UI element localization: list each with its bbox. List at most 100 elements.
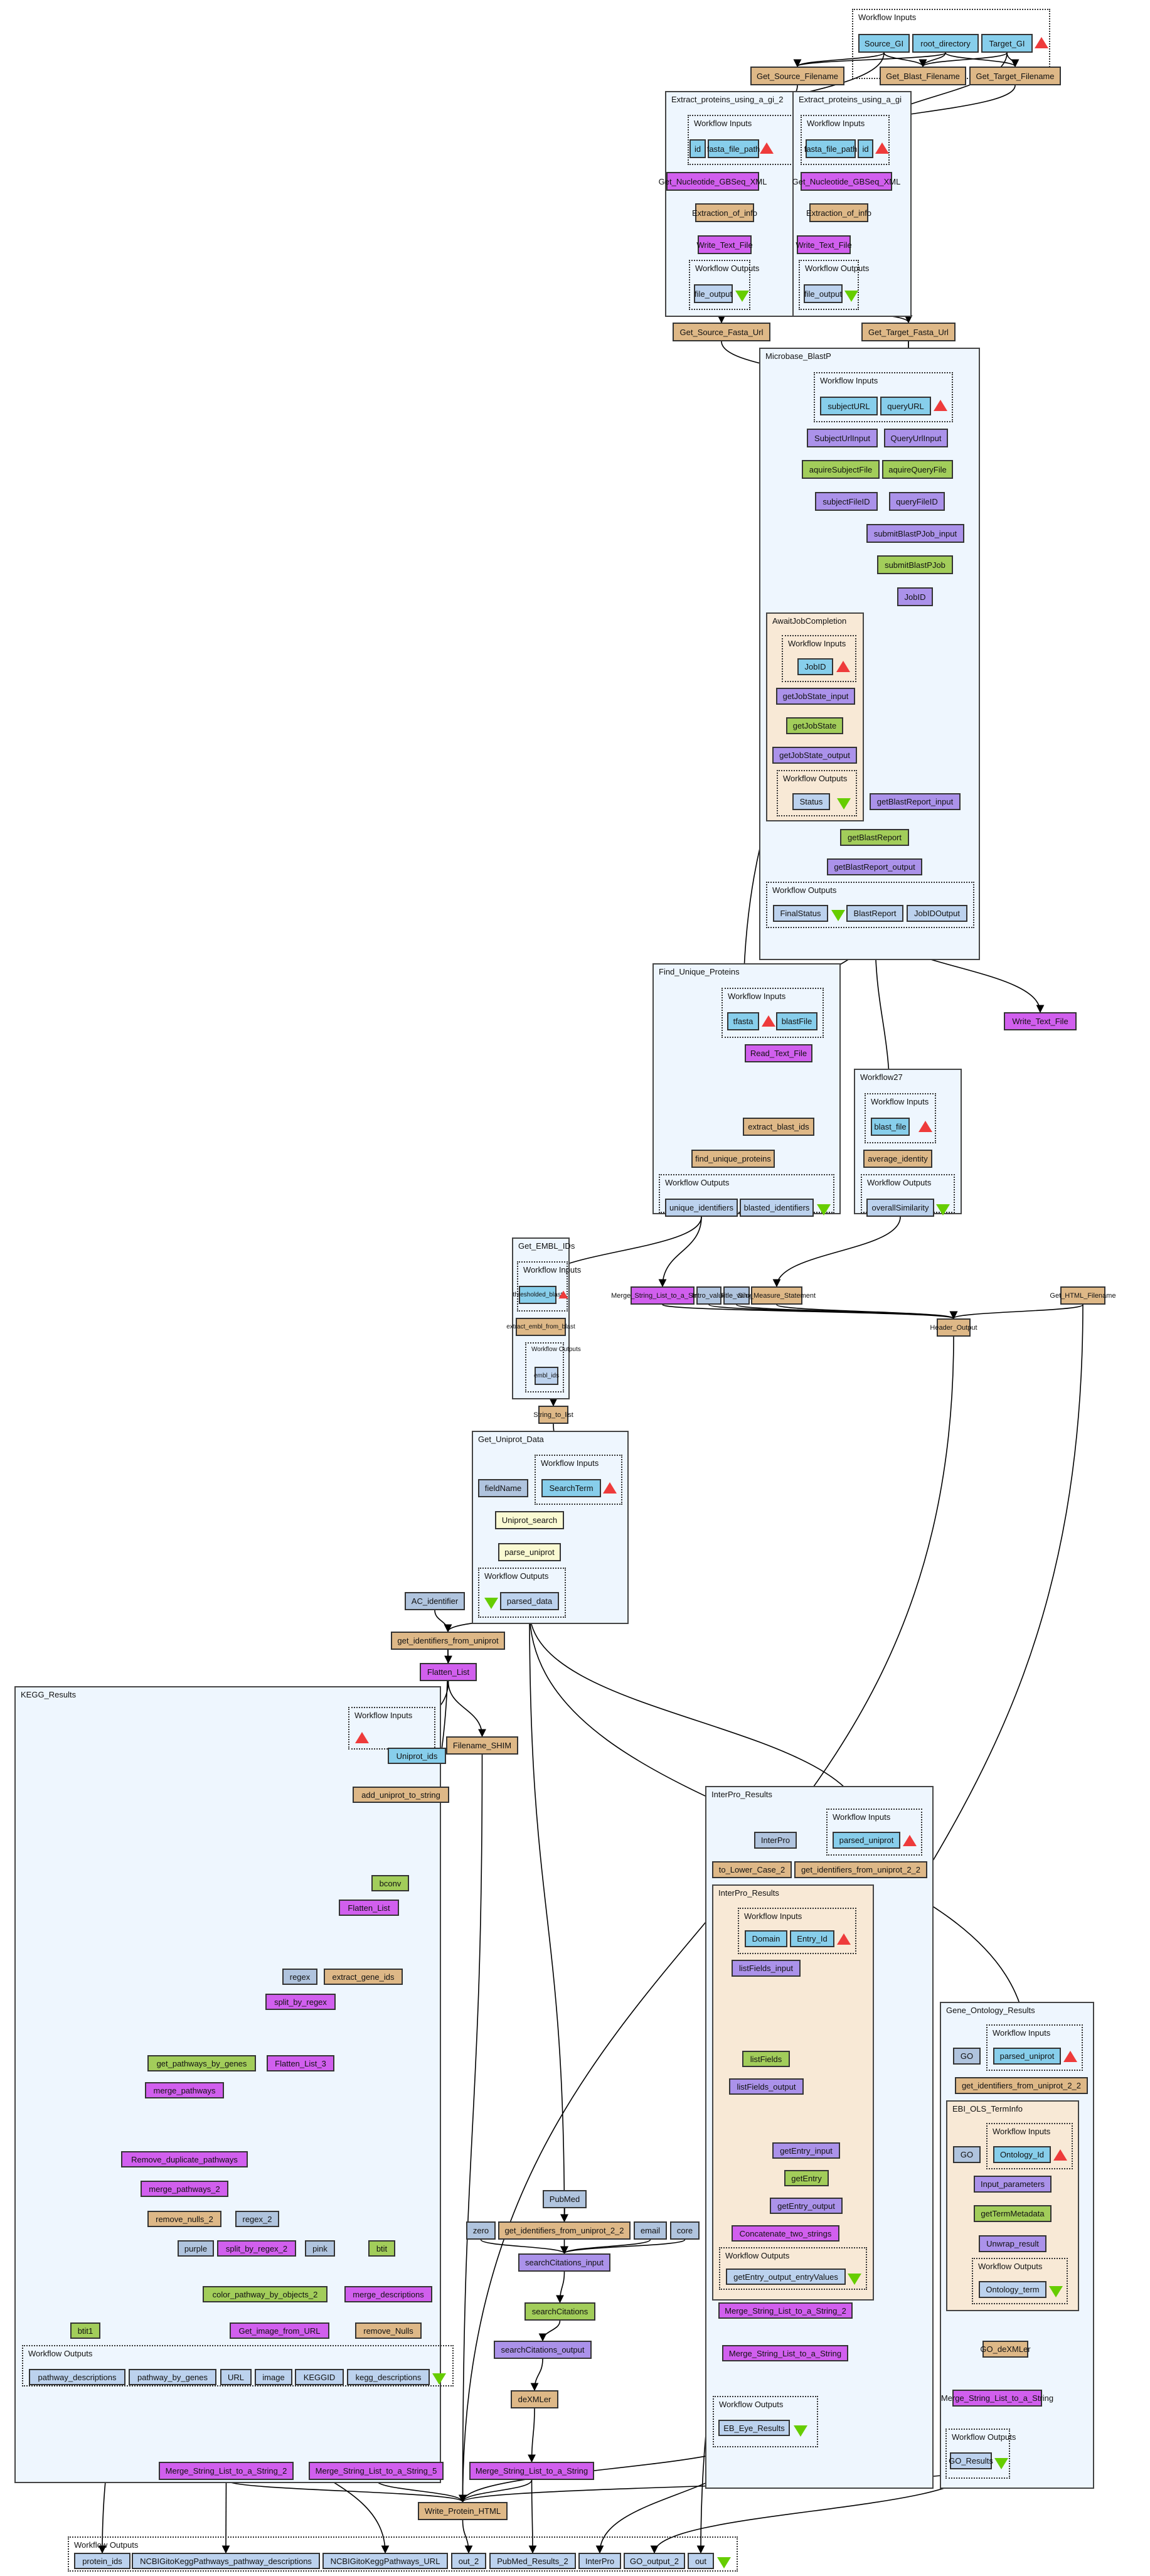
get-entry[interactable]: getEntry — [784, 2170, 829, 2186]
query-file-id[interactable]: queryFileID — [889, 492, 945, 511]
title-value[interactable]: Title_value — [720, 1286, 753, 1305]
input-domain[interactable]: Domain — [745, 1930, 787, 1947]
constant-go[interactable]: GO — [953, 2048, 981, 2065]
bconv[interactable]: bconv — [371, 1875, 409, 1891]
output-file-output[interactable]: file_output — [694, 284, 733, 303]
extract-embl-from-blast[interactable]: extract_embl_from_blast — [506, 1318, 575, 1336]
constant-field-name[interactable]: fieldName — [478, 1479, 528, 1497]
subject-url-input[interactable]: SubjectUrlInput — [807, 429, 878, 447]
constant-pubmed[interactable]: PubMed — [543, 2190, 587, 2208]
search-citations-output[interactable]: searchCitations_output — [494, 2341, 592, 2359]
uniprot-search[interactable]: Uniprot_search — [495, 1511, 564, 1529]
get-blast-report-input[interactable]: getBlastReport_input — [870, 793, 961, 810]
input-root-directory[interactable]: root_directory — [912, 34, 979, 53]
flatten-list-3[interactable]: Flatten_List_3 — [267, 2055, 334, 2071]
constant-pink[interactable]: pink — [305, 2240, 335, 2257]
constant-zero[interactable]: zero — [466, 2221, 496, 2240]
get-job-state-input[interactable]: getJobState_input — [776, 688, 855, 705]
intro-value[interactable]: Intro_value — [692, 1286, 726, 1305]
btit1[interactable]: btit1 — [70, 2322, 100, 2339]
merge-string-list-go[interactable]: Merge_String_List_to_a_String — [941, 2390, 1053, 2407]
input-query-url[interactable]: queryURL — [880, 397, 931, 415]
parse-uniprot[interactable]: parse_uniprot — [498, 1543, 561, 1561]
input-source-gi[interactable]: Source_GI — [858, 34, 910, 53]
output-file-output[interactable]: file_output — [804, 284, 843, 303]
ac-identifier[interactable]: AC_identifier — [405, 1592, 465, 1610]
constant-interpro[interactable]: InterPro — [754, 1832, 797, 1849]
input-parameters[interactable]: Input_parameters — [974, 2176, 1052, 2193]
output-keggid[interactable]: KEGGID — [295, 2369, 344, 2385]
extract-gene-ids[interactable]: extract_gene_ids — [324, 1969, 403, 1985]
color-pathway-by-objects-2[interactable]: color_pathway_by_objects_2 — [203, 2286, 327, 2302]
output-parsed-data[interactable]: parsed_data — [500, 1592, 559, 1610]
output-go-output-2[interactable]: GO_output_2 — [624, 2553, 685, 2569]
split-by-regex-2[interactable]: split_by_regex_2 — [217, 2240, 296, 2257]
write-text-file[interactable]: Write_Text_File — [696, 235, 753, 254]
input-entry-id[interactable]: Entry_Id — [790, 1930, 834, 1947]
unwrap-result[interactable]: Unwrap_result — [979, 2235, 1046, 2252]
get-identifiers-from-uniprot-2-2[interactable]: get_identifiers_from_uniprot_2_2 — [955, 2077, 1088, 2094]
extract-blast-ids[interactable]: extract_blast_ids — [743, 1118, 814, 1136]
input-fasta-file-path[interactable]: fasta_file_path — [707, 139, 760, 158]
input-search-term[interactable]: SearchTerm — [541, 1479, 601, 1497]
output-image[interactable]: image — [255, 2369, 292, 2385]
output-url[interactable]: URL — [220, 2369, 252, 2385]
get-source-fasta-url[interactable]: Get_Source_Fasta_Url — [673, 323, 770, 341]
flatten-list-main[interactable]: Flatten_List — [420, 1663, 477, 1681]
output-eb-eye-results[interactable]: EB_Eye_Results — [718, 2420, 790, 2436]
input-blast-file[interactable]: blast_file — [871, 1118, 910, 1136]
constant-regex-2[interactable]: regex_2 — [235, 2211, 279, 2227]
merge-string-list[interactable]: Merge_String_List_to_a_String — [722, 2345, 848, 2361]
list-fields[interactable]: listFields — [742, 2051, 790, 2067]
list-fields-input[interactable]: listFields_input — [732, 1960, 801, 1977]
merge-string-list-5[interactable]: Merge_String_List_to_a_String_5 — [309, 2462, 444, 2480]
get-nucleotide-gbseq-xml[interactable]: Get_Nucleotide_GBSeq_XML — [659, 172, 767, 191]
output-kegg-pathway-descriptions[interactable]: NCBIGitoKeggPathways_pathway_description… — [132, 2553, 320, 2569]
header-output[interactable]: Header_Output — [930, 1318, 977, 1337]
subject-file-id[interactable]: subjectFileID — [815, 492, 878, 511]
aquire-subject-file[interactable]: aquireSubjectFile — [802, 460, 880, 479]
concatenate-two-strings[interactable]: Concatenate_two_strings — [732, 2225, 839, 2242]
get-blast-filename[interactable]: Get_Blast_Filename — [880, 67, 966, 85]
get-source-filename[interactable]: Get_Source_Filename — [750, 67, 844, 85]
sim-measure-statement[interactable]: Sim_Measure_Statement — [738, 1286, 816, 1305]
string-to-list[interactable]: String_to_list — [533, 1406, 573, 1424]
merge-string-list-3[interactable]: Merge_String_List_to_a_String_3 — [611, 1286, 714, 1305]
input-parsed-uniprot[interactable]: parsed_uniprot — [993, 2048, 1061, 2065]
get-blast-report[interactable]: getBlastReport — [840, 829, 909, 846]
get-pathways-by-genes[interactable]: get_pathways_by_genes — [147, 2055, 256, 2071]
constant-core[interactable]: core — [670, 2221, 700, 2240]
get-job-state[interactable]: getJobState — [786, 717, 843, 734]
input-uniprot-ids[interactable]: Uniprot_ids — [388, 1748, 446, 1764]
input-blast-file[interactable]: blastFile — [776, 1012, 817, 1030]
get-entry-input[interactable]: getEntry_input — [772, 2142, 840, 2159]
input-ontology-id[interactable]: Ontology_Id — [993, 2146, 1051, 2163]
input-id[interactable]: id — [689, 139, 706, 158]
remove-nulls-2[interactable]: remove_nulls_2 — [147, 2211, 221, 2227]
get-identifiers-from-uniprot-2-2[interactable]: get_identifiers_from_uniprot_2_2 — [794, 1861, 927, 1878]
get-identifiers-from-uniprot-2-2[interactable]: get_identifiers_from_uniprot_2_2 — [498, 2221, 631, 2240]
write-text-file[interactable]: Write_Text_File — [796, 235, 852, 254]
output-interpro[interactable]: InterPro — [578, 2553, 621, 2569]
get-html-filename[interactable]: Get_HTML_Filename — [1050, 1286, 1116, 1305]
get-blast-report-output[interactable]: getBlastReport_output — [827, 858, 922, 875]
search-citations[interactable]: searchCitations — [524, 2302, 595, 2321]
output-ontology-term[interactable]: Ontology_term — [979, 2281, 1046, 2298]
extraction-of-info[interactable]: Extraction_of_info — [806, 203, 871, 222]
get-entry-output[interactable]: getEntry_output — [770, 2198, 843, 2214]
constant-purple[interactable]: purple — [178, 2240, 214, 2257]
submit-blastp-job[interactable]: submitBlastPJob — [877, 555, 953, 574]
merge-pathways[interactable]: merge_pathways — [145, 2082, 224, 2098]
merge-string-list-2-bottom[interactable]: Merge_String_List_to_a_String_2 — [159, 2462, 294, 2480]
query-url-input[interactable]: QueryUrlInput — [884, 429, 948, 447]
merge-string-list-bottom[interactable]: Merge_String_List_to_a_String — [469, 2462, 594, 2480]
get-term-metadata[interactable]: getTermMetadata — [974, 2205, 1052, 2222]
dexmler[interactable]: deXMLer — [511, 2390, 558, 2408]
constant-email[interactable]: email — [634, 2221, 667, 2240]
output-pathway-by-genes[interactable]: pathway_by_genes — [129, 2369, 216, 2385]
find-unique-proteins[interactable]: find_unique_proteins — [691, 1150, 775, 1168]
output-embl-ids[interactable]: embl_ids — [534, 1367, 559, 1385]
add-uniprot-to-string[interactable]: add_uniprot_to_string — [353, 1787, 449, 1803]
get-nucleotide-gbseq-xml[interactable]: Get_Nucleotide_GBSeq_XML — [792, 172, 900, 191]
get-image-from-url[interactable]: Get_image_from_URL — [230, 2322, 329, 2339]
